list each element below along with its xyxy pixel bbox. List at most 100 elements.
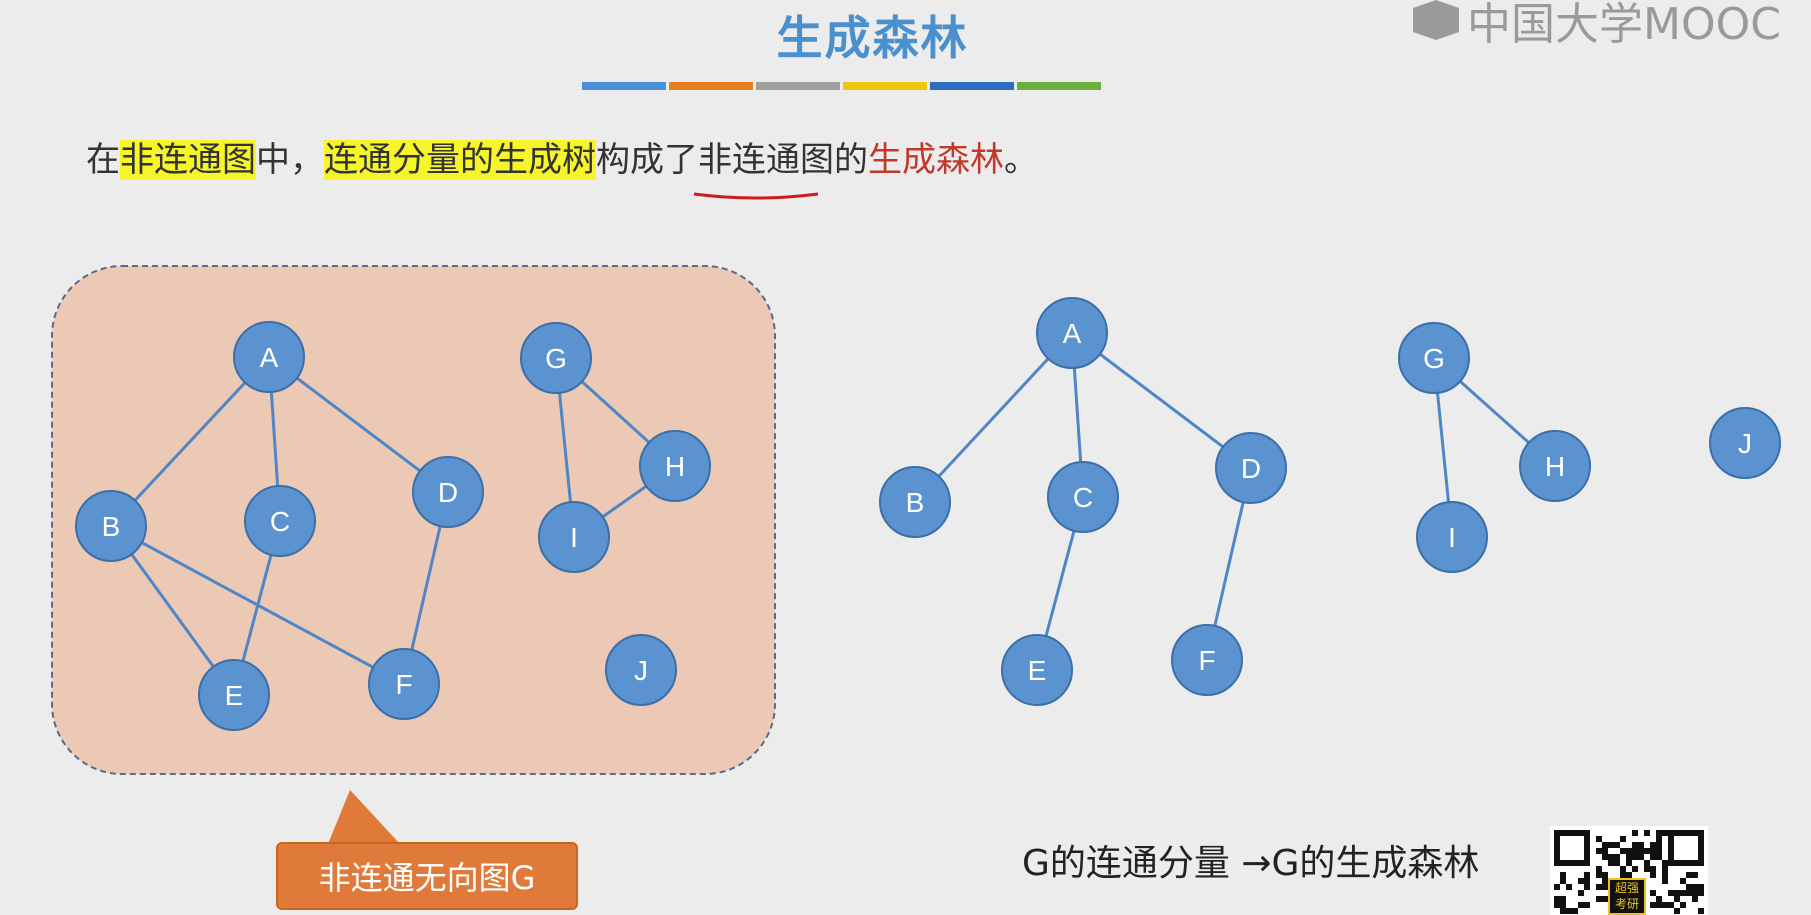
- qr-module: [1578, 902, 1584, 908]
- node-circle: [75, 490, 147, 562]
- qr-module: [1650, 854, 1656, 860]
- qr-module: [1602, 878, 1608, 884]
- qr-module: [1560, 878, 1566, 884]
- qr-module: [1596, 896, 1602, 902]
- qr-module: [1560, 872, 1566, 878]
- node-label: I: [570, 522, 578, 553]
- color-bar-segment: [669, 82, 753, 90]
- highlight-non-connected: 非连通图: [120, 140, 256, 180]
- node-label: C: [1073, 482, 1093, 513]
- qr-module: [1686, 872, 1692, 878]
- graph-g-node-j: J: [605, 634, 677, 706]
- qr-module: [1656, 902, 1662, 908]
- qr-module: [1656, 830, 1662, 836]
- node-label: B: [102, 511, 121, 542]
- qr-module: [1680, 878, 1686, 884]
- node-circle: [1709, 407, 1781, 479]
- qr-module: [1644, 866, 1650, 872]
- qr-badge: 超强考研: [1608, 878, 1646, 915]
- qr-module: [1584, 878, 1590, 884]
- qr-module: [1626, 854, 1632, 860]
- highlight-spanning-tree: 连通分量的生成树: [324, 140, 596, 180]
- qr-module: [1602, 896, 1608, 902]
- qr-module: [1662, 860, 1668, 866]
- qr-module: [1614, 860, 1620, 866]
- forest-node-h: H: [1519, 430, 1591, 502]
- underlined-text: 非连通图: [698, 140, 834, 180]
- mooc-logo-text: 中国大学MOOC: [1467, 0, 1781, 50]
- graph-g-node-a: A: [233, 321, 305, 393]
- slide-title: 生成森林: [776, 11, 969, 65]
- qr-module: [1608, 860, 1614, 866]
- color-bar-segment: [930, 82, 1014, 90]
- node-label: J: [634, 655, 648, 686]
- node-label: H: [1545, 451, 1565, 482]
- qr-module: [1680, 890, 1686, 896]
- qr-code: 超强考研: [1550, 826, 1708, 915]
- qr-module: [1662, 872, 1668, 878]
- qr-module: [1620, 848, 1626, 854]
- qr-module: [1692, 896, 1698, 902]
- qr-module: [1560, 902, 1566, 908]
- qr-module: [1632, 854, 1638, 860]
- node-label: F: [1198, 645, 1215, 676]
- forest-node-e: E: [1001, 634, 1073, 706]
- qr-module: [1638, 848, 1644, 854]
- underlined-non-connected: 非连通图: [693, 140, 834, 200]
- qr-module: [1698, 884, 1704, 890]
- qr-module: [1650, 842, 1656, 848]
- color-bar-segment: [756, 82, 840, 90]
- sentence-part: 在: [86, 140, 120, 180]
- node-label: A: [1063, 318, 1082, 349]
- graph-g-node-e: E: [198, 659, 270, 731]
- sentence-part: 中，: [256, 140, 324, 180]
- qr-module: [1578, 878, 1584, 884]
- qr-module: [1620, 872, 1626, 878]
- node-circle: [198, 659, 270, 731]
- graph-g-node-d: D: [412, 456, 484, 528]
- note-label: 非连通无向图G: [276, 842, 578, 910]
- qr-module: [1638, 842, 1644, 848]
- node-circle: [639, 430, 711, 502]
- mooc-logo: 中国大学MOOC: [1413, 0, 1781, 52]
- forest-node-c: C: [1047, 461, 1119, 533]
- qr-module: [1596, 884, 1602, 890]
- node-circle: [1215, 432, 1287, 504]
- qr-module: [1602, 854, 1608, 860]
- qr-module: [1674, 908, 1680, 914]
- qr-module: [1560, 836, 1584, 860]
- qr-module: [1584, 872, 1590, 878]
- qr-module: [1632, 848, 1638, 854]
- red-underline: [693, 192, 819, 200]
- node-label: A: [260, 342, 279, 373]
- forest-node-a: A: [1036, 297, 1108, 369]
- graph-g-node-c: C: [244, 485, 316, 557]
- qr-module: [1632, 830, 1638, 836]
- qr-module: [1656, 896, 1662, 902]
- graph-g-node-i: I: [538, 501, 610, 573]
- node-circle: [1398, 322, 1470, 394]
- node-label: B: [906, 487, 925, 518]
- callout-pointer: [328, 790, 400, 844]
- node-circle: [605, 634, 677, 706]
- node-circle: [1001, 634, 1073, 706]
- mooc-logo-icon: [1413, 0, 1460, 40]
- node-label: D: [1241, 453, 1261, 484]
- node-circle: [412, 456, 484, 528]
- node-label: E: [225, 680, 244, 711]
- sentence-part: 的: [834, 140, 868, 180]
- qr-module: [1674, 896, 1680, 902]
- graph-g-edge-a-b: [109, 355, 271, 528]
- qr-module: [1668, 902, 1674, 908]
- qr-module: [1584, 902, 1590, 908]
- qr-module: [1614, 854, 1620, 860]
- definition-sentence: 在非连通图中，连通分量的生成树构成了非连通图的生成森林。: [86, 132, 1038, 200]
- node-label: I: [1448, 522, 1456, 553]
- qr-module: [1560, 908, 1566, 914]
- qr-module: [1656, 848, 1662, 854]
- qr-module: [1614, 842, 1620, 848]
- qr-module: [1698, 890, 1704, 896]
- qr-module: [1692, 884, 1698, 890]
- qr-module: [1632, 866, 1638, 872]
